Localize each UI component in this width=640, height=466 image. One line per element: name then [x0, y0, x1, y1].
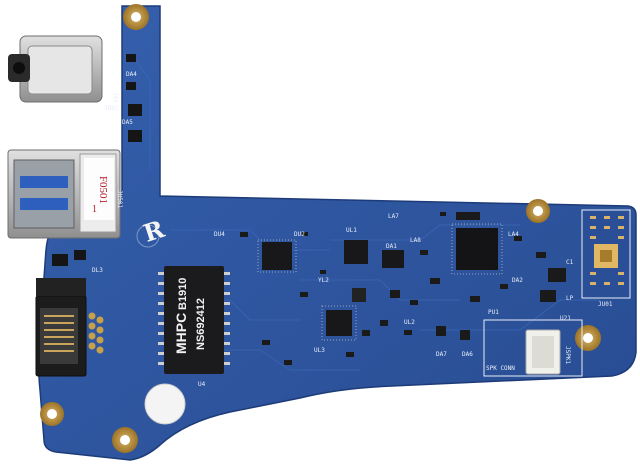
- label-la8: LA8: [410, 237, 421, 244]
- main-chip-line2: B1910: [177, 278, 189, 310]
- label-da6: DA6: [462, 351, 473, 358]
- label-da5: DA5: [122, 119, 133, 126]
- mounting-hole-bottom: [112, 427, 138, 453]
- label-du2: DU2: [294, 231, 305, 238]
- qfn-chip-ul1: [344, 240, 368, 264]
- qfn-chip-du2: [257, 239, 297, 273]
- label-yl2: YL2: [318, 277, 329, 284]
- label-spk-conn: SPK CONN: [486, 365, 515, 372]
- label-da2: DA2: [512, 277, 523, 284]
- label-ja5: JA5: [112, 92, 119, 103]
- connector-ju01: [581, 209, 631, 299]
- smd-components: [240, 212, 566, 365]
- ethernet-port: [35, 278, 87, 377]
- sticker-text: F0501: [97, 176, 109, 204]
- speaker-outline: [483, 319, 583, 377]
- label-ul3: UL3: [314, 347, 325, 354]
- qfn-chip-la4: [451, 223, 503, 275]
- smd-components-left: [52, 54, 142, 266]
- label-dl3: DL3: [92, 267, 103, 274]
- label-c1: C1: [566, 259, 574, 266]
- sticker-number: 1: [92, 204, 97, 215]
- label-da4: DA4: [126, 71, 137, 78]
- mounting-hole-bottom-left: [40, 402, 64, 426]
- label-da7: DA7: [436, 351, 447, 358]
- main-chip-line3: NS692412: [195, 298, 207, 350]
- label-la4: LA4: [508, 231, 519, 238]
- white-pad: [144, 383, 186, 425]
- main-chip-designator: U4: [198, 381, 206, 388]
- audio-jack: [8, 35, 103, 103]
- label-ul1: UL1: [346, 227, 357, 234]
- label-jspk1: JSPK1: [564, 346, 571, 364]
- label-ju581: JU581: [116, 190, 123, 208]
- label-ju01: JU01: [598, 301, 613, 308]
- qfn-chip-da1: [382, 250, 404, 268]
- label-lp: LP: [566, 295, 574, 302]
- mounting-hole-top: [123, 4, 149, 30]
- label-u21: U21: [560, 315, 571, 322]
- speaker-connector: [525, 329, 561, 375]
- label-ul2: UL2: [404, 319, 415, 326]
- label-du4: DU4: [214, 231, 225, 238]
- main-chip-line1: MHPC: [173, 313, 189, 354]
- main-chip: MHPC B1910 NS692412: [158, 266, 230, 374]
- small-chip-yl2: [352, 288, 366, 302]
- qfn-chip-ul3: [321, 305, 357, 341]
- marker-dot: [136, 224, 160, 248]
- ethernet-pin-pads: [88, 312, 104, 354]
- label-jdb1: JDB1: [104, 105, 119, 112]
- label-sticker: F0501 1: [84, 158, 114, 220]
- label-pu1: PU1: [488, 309, 499, 316]
- label-la7: LA7: [388, 213, 399, 220]
- mounting-hole-right-top: [526, 199, 550, 223]
- label-da1: DA1: [386, 243, 397, 250]
- mounting-hole-right-bottom: [575, 325, 601, 351]
